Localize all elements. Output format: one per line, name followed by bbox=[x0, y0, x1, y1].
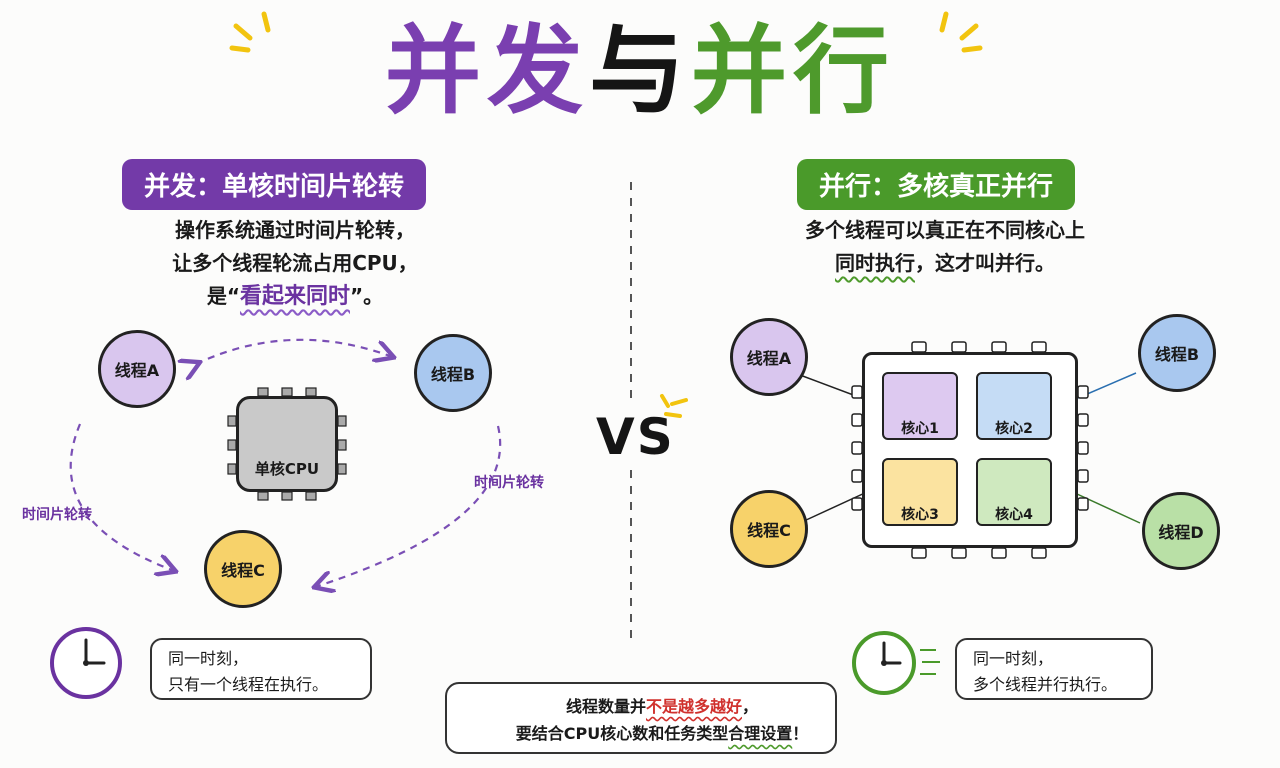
thread-d-right: 线程D bbox=[1142, 492, 1220, 570]
core-3-label: 核心3 bbox=[901, 507, 939, 523]
page-title: 并发与并行 bbox=[0, 14, 1280, 129]
tip-line2-post: ！ bbox=[792, 724, 809, 743]
parallelism-bubble: 同一时刻， 多个线程并行执行。 bbox=[955, 638, 1153, 700]
concurrency-description: 操作系统通过时间片轮转， 让多个线程轮流占用CPU， 是“看起来同时”。 bbox=[120, 214, 470, 313]
title-part-concurrency: 并发 bbox=[385, 15, 589, 127]
desc-line3-emphasis: 看起来同时 bbox=[239, 284, 350, 309]
desc-line3-post: ”。 bbox=[350, 284, 384, 308]
concurrency-desc-line3: 是“看起来同时”。 bbox=[120, 280, 470, 313]
desc-line3-pre: 是“ bbox=[206, 284, 240, 308]
clock-left-icon bbox=[50, 627, 122, 699]
tip-line2-pre: 要结合CPU核心数和任务类型 bbox=[515, 724, 729, 743]
parallelism-description: 多个线程可以真正在不同核心上 同时执行，这才叫并行。 bbox=[770, 214, 1120, 280]
core-1 bbox=[882, 372, 958, 440]
concurrency-bubble: 同一时刻， 只有一个线程在执行。 bbox=[150, 638, 372, 700]
thread-a-right: 线程A bbox=[730, 318, 808, 396]
parallelism-desc-emphasis: 同时执行 bbox=[835, 251, 915, 275]
core-2 bbox=[976, 372, 1052, 440]
rotation-arrows bbox=[69, 338, 502, 586]
chip-pins bbox=[851, 341, 1089, 559]
parallelism-bubble-line1: 同一时刻， bbox=[973, 649, 1054, 668]
concurrency-pill: 并发：单核时间片轮转 bbox=[122, 159, 427, 210]
core-2-label: 核心2 bbox=[995, 421, 1033, 437]
tip-box: 线程数量并不是越多越好， 要结合CPU核心数和任务类型合理设置！ bbox=[445, 682, 837, 754]
rotation-label-left: 时间片轮转 bbox=[22, 507, 92, 523]
tip-line2: 要结合CPU核心数和任务类型合理设置！ bbox=[501, 720, 823, 747]
title-part-parallelism: 并行 bbox=[691, 15, 895, 127]
parallelism-desc-line2: 同时执行，这才叫并行。 bbox=[770, 247, 1120, 280]
parallelism-pill: 并行：多核真正并行 bbox=[797, 159, 1076, 210]
tip-line1-pre: 线程数量并 bbox=[565, 697, 646, 716]
thread-c-right: 线程C bbox=[730, 490, 808, 568]
concurrency-bubble-line2: 只有一个线程在执行。 bbox=[168, 675, 329, 694]
thread-c-left: 线程C bbox=[204, 530, 282, 608]
title-part-and: 与 bbox=[589, 15, 691, 127]
thread-b-right: 线程B bbox=[1138, 314, 1216, 392]
tip-line1: 线程数量并不是越多越好， bbox=[501, 693, 823, 720]
tip-line1-post: ， bbox=[742, 697, 759, 716]
clock-right-icon bbox=[852, 631, 940, 695]
vs-label: VS bbox=[596, 408, 675, 466]
parallelism-desc-post: ，这才叫并行。 bbox=[915, 251, 1055, 275]
single-core-cpu-label: 单核CPU bbox=[254, 460, 320, 478]
concurrency-desc-line2: 让多个线程轮流占用CPU， bbox=[172, 251, 418, 275]
sparkle-vs-icon bbox=[660, 394, 688, 418]
sparkle-right-icon bbox=[939, 11, 983, 53]
single-core-cpu bbox=[236, 396, 338, 492]
tip-line1-emphasis: 不是越多越好 bbox=[645, 697, 742, 716]
core-1-label: 核心1 bbox=[901, 421, 939, 437]
parallelism-bubble-line2: 多个线程并行执行。 bbox=[973, 675, 1118, 694]
parallelism-desc-line1: 多个线程可以真正在不同核心上 bbox=[805, 218, 1085, 242]
concurrency-bubble-line1: 同一时刻， bbox=[168, 649, 249, 668]
tip-line2-emphasis: 合理设置 bbox=[728, 724, 793, 743]
core-3 bbox=[882, 458, 958, 526]
core-4-label: 核心4 bbox=[995, 507, 1033, 523]
rotation-label-right: 时间片轮转 bbox=[474, 475, 544, 491]
thread-a-left: 线程A bbox=[98, 330, 176, 408]
thread-b-left: 线程B bbox=[414, 334, 492, 412]
concurrency-desc-line1: 操作系统通过时间片轮转， bbox=[175, 218, 415, 242]
core-4 bbox=[976, 458, 1052, 526]
sparkle-left-icon bbox=[229, 11, 271, 53]
